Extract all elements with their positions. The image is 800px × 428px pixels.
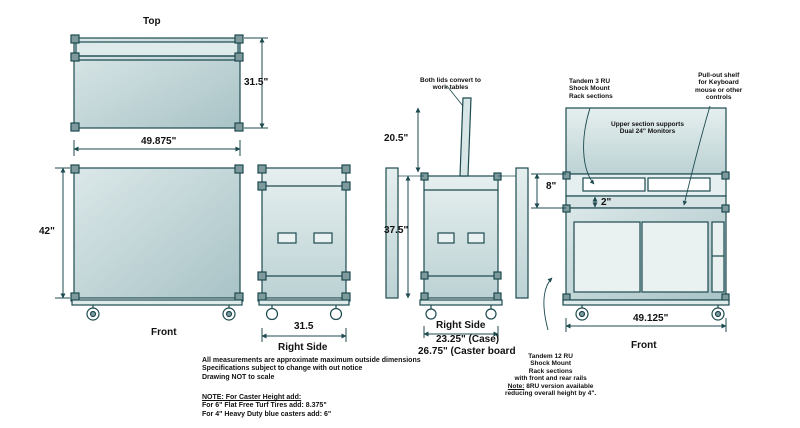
note-8ru-label: Note: xyxy=(507,382,525,390)
caster-height-notes: NOTE: For Caster Height add: For 6" Flat… xyxy=(202,394,332,418)
side1-depth-dimension xyxy=(261,328,347,342)
top-depth-label: 31.5" xyxy=(244,77,269,88)
case-height-label: 37.5" xyxy=(384,225,409,236)
right-side-view-1 xyxy=(257,164,351,321)
front-height-label: 42" xyxy=(39,226,55,237)
front-height-dimension xyxy=(55,167,70,299)
shelf-gap-label: 2" xyxy=(601,197,612,208)
monitor-section-dimension xyxy=(531,173,566,209)
tandem-12ru-callout: Tandem 12 RU Shock Mount Rack sections w… xyxy=(505,353,597,398)
caster-board-label: 26.75" (Caster board xyxy=(418,346,516,357)
top-width-dimension xyxy=(73,140,241,156)
right-side-2-title: Right Side xyxy=(436,320,486,331)
front-view-right xyxy=(562,107,730,321)
top-view-title: Top xyxy=(143,16,161,27)
case-depth-label: 23.25" (Case) xyxy=(436,334,500,345)
lid-callout-leader xyxy=(446,85,464,107)
top-depth-dimension xyxy=(244,37,268,129)
lid-height-label: 20.5" xyxy=(384,133,409,144)
case-depth-dimension xyxy=(423,326,499,338)
front-left-casters xyxy=(86,305,236,321)
front-view-left xyxy=(70,164,244,306)
side1-depth-label: 31.5 xyxy=(294,321,314,332)
front-right-width-dimension xyxy=(565,318,727,332)
callout-leaders-right xyxy=(543,105,711,331)
pullout-shelf-callout: Pull-out shelf for Keyboard mouse or oth… xyxy=(695,72,743,102)
top-view xyxy=(70,34,244,132)
upper-section-callout: Upper section supports Dual 24" Monitors xyxy=(611,121,684,136)
front-right-title: Front xyxy=(631,340,657,351)
right-side-view-2 xyxy=(385,97,529,320)
front-left-title: Front xyxy=(151,327,177,338)
monitor-section-label: 8" xyxy=(546,181,557,192)
note-8ru-text: 8RU version available xyxy=(524,382,594,390)
lids-callout: Both lids convert to work tables xyxy=(420,77,482,92)
tandem-3ru-callout: Tandem 3 RU Shock Mount Rack sections xyxy=(569,78,613,100)
top-width-label: 49.875" xyxy=(141,136,177,147)
measurement-notes: All measurements are approximate maximum… xyxy=(202,357,421,381)
right-side-1-title: Right Side xyxy=(278,342,328,353)
front-right-width-label: 49.125" xyxy=(633,313,669,324)
